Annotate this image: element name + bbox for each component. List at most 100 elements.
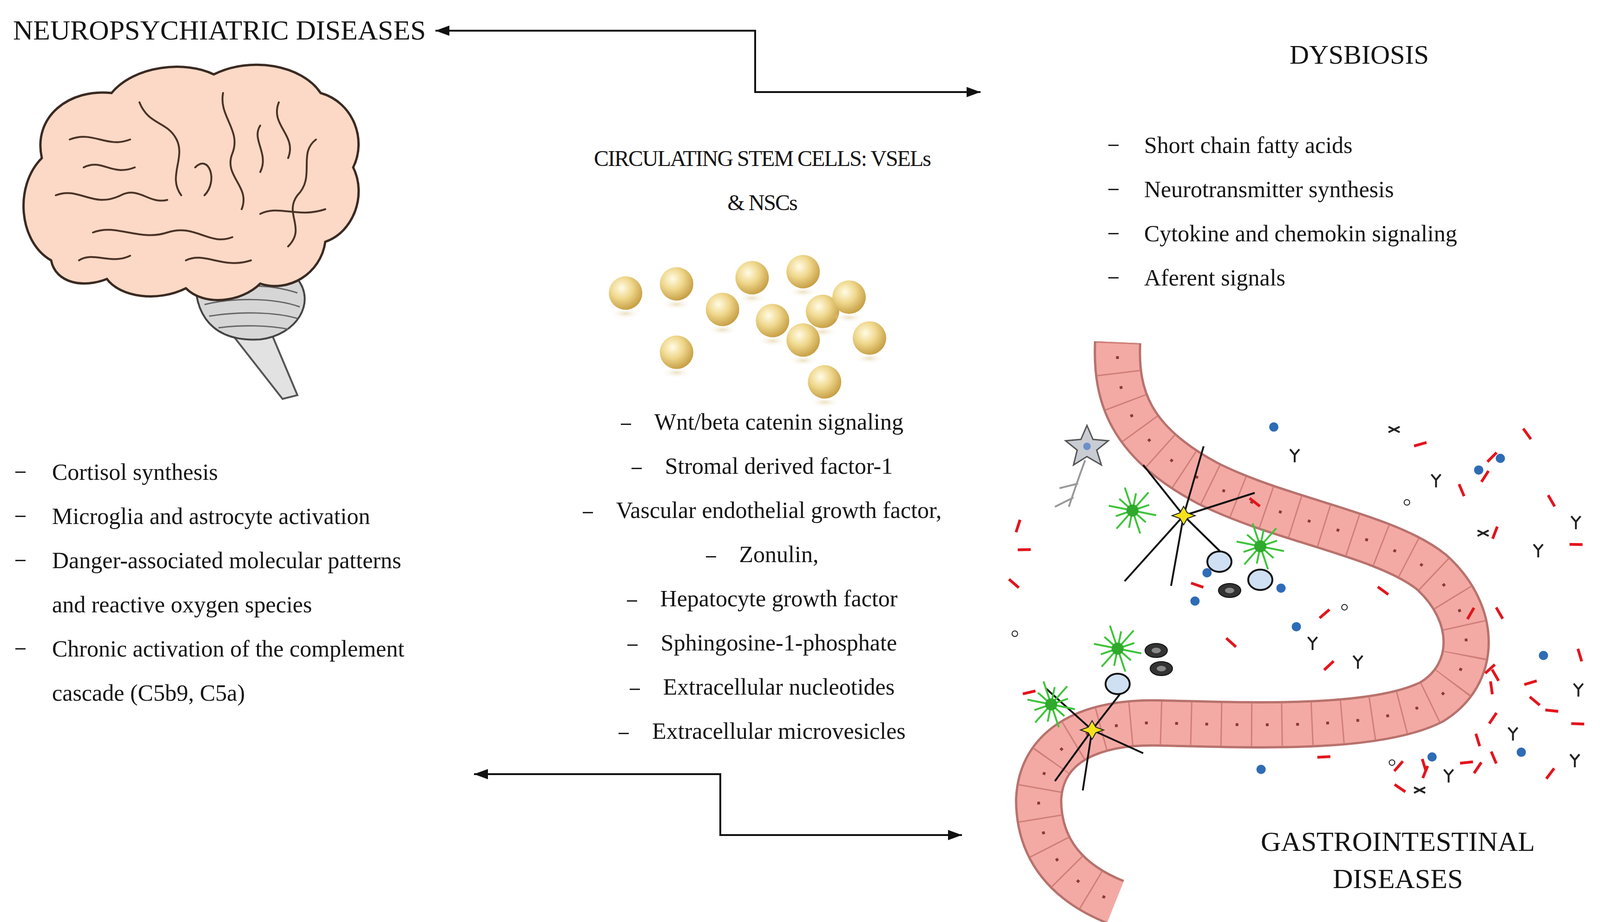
antibody: [1573, 683, 1584, 697]
glia-processes: [1108, 487, 1157, 534]
bullet-text: Cytokine and chemokin signaling: [1144, 211, 1458, 256]
text-group: Cortisol synthesisMicroglia and astrocyt…: [9, 436, 475, 791]
bullet-row: Cortisol synthesis: [15, 449, 415, 494]
blue-particle: [1427, 751, 1437, 762]
bullet-text: Aferent signals: [1144, 255, 1286, 300]
glia-body: [1045, 697, 1058, 711]
stem-cell: [755, 303, 790, 338]
glia-body: [1254, 539, 1267, 553]
blue-particle: [1495, 453, 1506, 463]
bullet-list: Short chain fatty acidsNeurotransmitter …: [1108, 123, 1458, 300]
bullet-row: Chronic activation of the complement cas…: [15, 626, 415, 715]
antibody: [1290, 448, 1300, 462]
red-particle: [1474, 732, 1482, 747]
toxin-particle: [1477, 530, 1489, 536]
red-particle: [1466, 606, 1475, 620]
bullet-row: Cytokine and chemokin signaling: [1108, 211, 1458, 256]
bullet-dash: [629, 688, 640, 690]
connector-arrow: [474, 773, 962, 835]
stem-cell: [735, 260, 769, 295]
bullet-row: Extracellular microvesicles: [557, 708, 967, 753]
antibody: [1443, 769, 1454, 783]
red-particle: [1576, 648, 1584, 662]
bullet-text: Stromal derived factor-1: [665, 452, 893, 479]
bullet-text: Wnt/beta catenin signaling: [654, 408, 904, 435]
red-particle: [1494, 606, 1504, 619]
bullet-dash: [631, 467, 642, 469]
red-particle: [1190, 581, 1204, 589]
red-particle: [1484, 663, 1496, 674]
blue-particle: [1256, 764, 1266, 774]
stem-cell: [659, 335, 694, 369]
red-particle: [1569, 542, 1583, 546]
bullet-row: Sphingosine-1-phosphate: [557, 620, 967, 665]
red-particle: [1488, 680, 1494, 695]
blue-particle: [1474, 465, 1484, 475]
bullet-row: Microglia and astrocyte activation: [15, 493, 415, 539]
stem-cell: [832, 280, 866, 314]
bullet-dash: [626, 599, 638, 602]
bullet-row: Danger-associated molecular patterns and…: [15, 538, 415, 627]
blue-particle: [1202, 567, 1212, 578]
bullet-dash: [1108, 276, 1119, 279]
epithelial-cells: [1038, 342, 1467, 902]
glial-cells: [1027, 487, 1284, 728]
luminal-particles: [1007, 421, 1585, 793]
stem-cell: [807, 364, 842, 399]
red-particle: [1318, 608, 1331, 619]
heading: GASTROINTESTINAL DISEASES: [1225, 822, 1570, 897]
small-particle: [1012, 630, 1018, 637]
enteric-neurons: [1045, 446, 1255, 791]
stem-cell: [659, 266, 694, 301]
bullet-text: Vascular endothelial growth factor,: [616, 496, 942, 523]
bullet-dash: [15, 647, 26, 650]
bullet-row: Vascular endothelial growth factor,: [557, 487, 967, 533]
text-group: GASTROINTESTINAL DISEASES: [961, 325, 1594, 911]
red-particle: [1491, 525, 1499, 539]
intestine-wall: [1038, 342, 1467, 902]
red-particle: [1489, 750, 1498, 764]
red-particle: [1022, 689, 1036, 695]
bullet-dash: [705, 555, 717, 558]
cerebrum: [23, 64, 359, 300]
bullet-dash: [15, 471, 26, 473]
stem-cell: [852, 321, 887, 355]
stem-cell: [608, 276, 643, 310]
red-particle: [1017, 547, 1031, 551]
bullet-text: Extracellular microvesicles: [651, 717, 906, 744]
bullet-list: Cortisol synthesisMicroglia and astrocyt…: [15, 449, 415, 715]
intestine-outline: [1038, 342, 1467, 902]
connector-arrow: [435, 30, 981, 93]
red-particle: [1459, 760, 1473, 765]
bullet-text: Chronic activation of the complement cas…: [52, 626, 415, 715]
red-particle: [1323, 659, 1335, 671]
red-particle: [1488, 711, 1498, 725]
bullet-dash: [618, 732, 629, 734]
bullet-dash: [1108, 188, 1119, 191]
neuron-bodies: [1080, 506, 1196, 739]
bullet-dash: [1108, 144, 1119, 146]
toxin-particle: [1414, 786, 1426, 793]
antibody: [1431, 474, 1441, 488]
bullet-dash: [15, 559, 26, 561]
heading: CIRCULATING STEM CELLS: VSELs & NSCs: [585, 136, 939, 225]
text-group: DYSBIOSISShort chain fatty acidsNeurotra…: [980, 32, 1594, 305]
red-particle: [1545, 767, 1556, 780]
bullet-row: Zonulin,: [557, 532, 967, 577]
bullet-text: Hepatocyte growth factor: [660, 585, 898, 612]
antibody: [1307, 636, 1317, 650]
bullet-dash: [582, 511, 593, 514]
bullet-text: Cortisol synthesis: [52, 449, 218, 494]
glia-body: [1126, 504, 1139, 517]
antibody: [1533, 544, 1543, 558]
bullet-text: Extracellular nucleotides: [663, 673, 895, 700]
red-particle: [1393, 783, 1407, 793]
stem-cell: [786, 254, 820, 289]
small-particle: [1389, 759, 1395, 765]
antibody: [1571, 515, 1581, 529]
cell-nuclei: [1038, 342, 1467, 902]
blue-particle: [1538, 650, 1548, 660]
bullet-text: Short chain fatty acids: [1144, 123, 1353, 168]
red-particle: [1317, 754, 1331, 758]
red-particle: [1547, 493, 1556, 507]
